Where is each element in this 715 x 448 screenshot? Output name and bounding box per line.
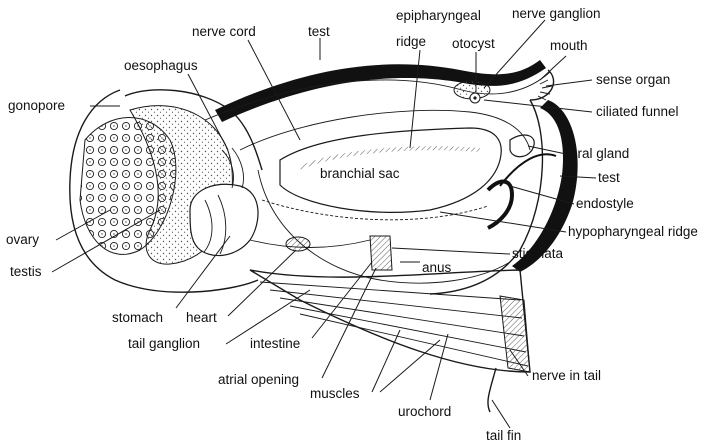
label-test-top: test xyxy=(308,24,330,39)
label-endostyle: endostyle xyxy=(576,196,634,211)
label-gonopore: gonopore xyxy=(8,98,65,113)
label-stomach: stomach xyxy=(112,310,163,325)
label-test-right: test xyxy=(598,170,620,185)
leader-stigmata xyxy=(392,248,510,254)
label-atrial-opening: atrial opening xyxy=(218,372,299,387)
label-heart: heart xyxy=(186,310,217,325)
stomach xyxy=(190,184,258,255)
leader-oral-gland xyxy=(528,146,566,154)
label-stigmata: stigmata xyxy=(512,246,564,261)
label-intestine: intestine xyxy=(250,336,300,351)
label-epipharyngeal-ridge-line2: ridge xyxy=(396,34,426,49)
label-nerve-in-tail: nerve in tail xyxy=(532,368,601,383)
test-band-dorsal xyxy=(215,60,546,122)
label-anus: anus xyxy=(422,260,452,275)
label-nerve-cord: nerve cord xyxy=(192,24,256,39)
stigmata-block xyxy=(370,236,392,270)
label-testis: testis xyxy=(10,264,42,279)
label-nerve-ganglion: nerve ganglion xyxy=(512,6,601,21)
leader-atrial-opening xyxy=(322,268,376,378)
label-hypopharyngeal-ridge: hypopharyngeal ridge xyxy=(568,224,698,239)
otocyst-statolith xyxy=(473,96,476,99)
label-sense-organ: sense organ xyxy=(596,72,670,87)
label-ciliated-funnel: ciliated funnel xyxy=(596,104,679,119)
label-ovary: ovary xyxy=(6,232,39,247)
label-tail-fin: tail fin xyxy=(486,428,521,443)
oral-gland xyxy=(510,135,534,157)
label-mouth: mouth xyxy=(550,38,588,53)
label-oral-gland: oral gland xyxy=(570,146,629,161)
label-oesophagus: oesophagus xyxy=(124,58,198,73)
label-tail-ganglion: tail ganglion xyxy=(128,336,200,351)
label-urochord: urochord xyxy=(398,404,451,419)
label-branchial-sac: branchial sac xyxy=(320,166,400,181)
leader-tail-fin xyxy=(492,400,510,428)
label-epipharyngeal-ridge-line1: epipharyngeal xyxy=(396,8,481,23)
label-otocyst: otocyst xyxy=(452,36,495,51)
heart xyxy=(286,237,310,251)
leader-ciliated-funnel xyxy=(484,100,592,112)
label-muscles: muscles xyxy=(310,386,360,401)
